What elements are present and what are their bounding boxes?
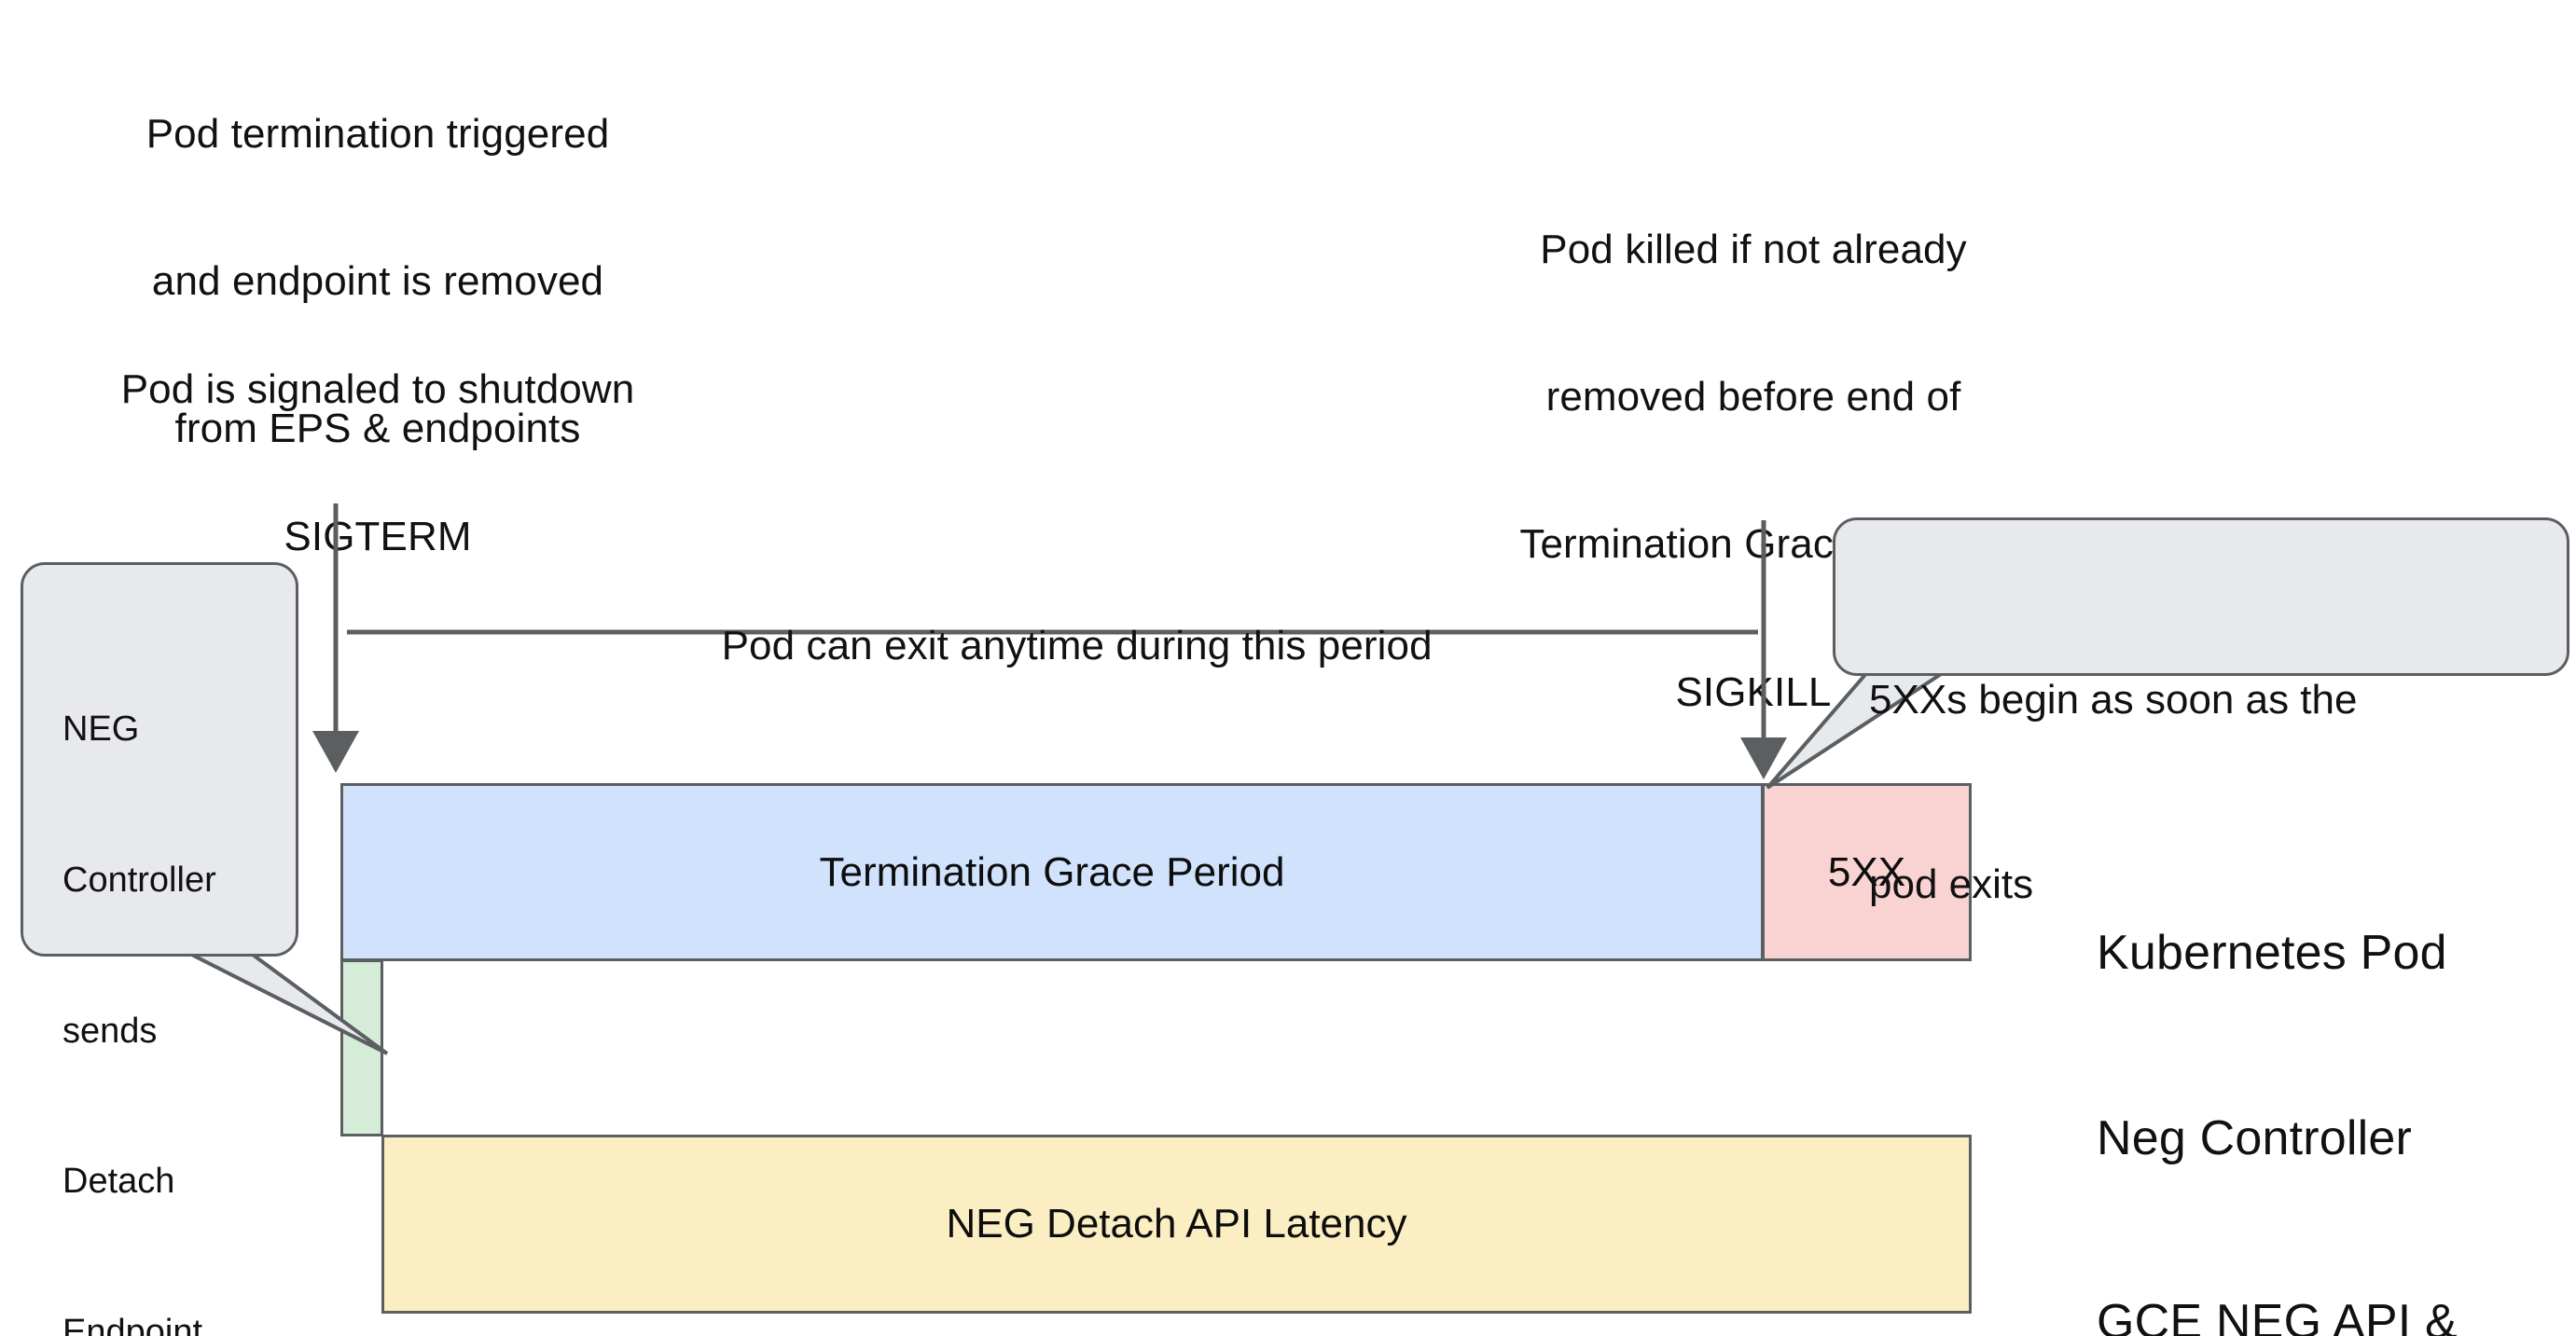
callout-line: Detach (62, 1162, 175, 1202)
lane-label-line: Neg Controller (2097, 1110, 2413, 1165)
callout-line: NEG (62, 709, 140, 749)
callout-line: Controller (62, 860, 216, 900)
callout-line: Endpoint (62, 1313, 203, 1336)
callout-right-text: 5XXs begin as soon as the pod exits (1869, 546, 2550, 1039)
span-label-text: Pod can exit anytime during this period (721, 622, 1433, 668)
bar-label-five-xx: 5XX (1827, 848, 1906, 895)
lane-label-line: Kubernetes Pod (2097, 925, 2447, 980)
bar-label-neg-detach-api-latency: NEG Detach API Latency (946, 1201, 1407, 1246)
annotation-line: SIGTERM (284, 513, 472, 559)
callout-line: 5XXs begin as soon as the (1869, 677, 2358, 723)
callout-line: sends (62, 1011, 158, 1051)
bar-label-termination-grace-period: Termination Grace Period (819, 848, 1285, 895)
annotation-line: and endpoint is removed (151, 257, 604, 304)
lane-label-neg-controller: Neg Controller (2097, 993, 2563, 1284)
lane-label-gce-neg-api: GCE NEG API & Infrastructure (2097, 1177, 2563, 1336)
annotation-pod-signaled-sigterm: Pod is signaled to shutdown SIGTERM (23, 267, 732, 660)
bar-termination-grace-period[interactable]: Termination Grace Period (340, 783, 1764, 961)
annotation-pod-termination-triggered: Pod termination triggered and endpoint i… (23, 11, 732, 553)
bar-neg-controller-work[interactable] (340, 959, 383, 1136)
bar-neg-detach-api-latency[interactable]: NEG Detach API Latency (381, 1135, 1972, 1314)
callout-line: pod exits (1869, 861, 2034, 907)
callout-left-text: NEG Controller sends Detach Endpoint Req… (62, 604, 296, 1336)
lane-label-kubernetes-pod: Kubernetes Pod (2097, 807, 2563, 1098)
annotation-line: Pod is signaled to shutdown (120, 365, 635, 412)
annotation-line: from EPS & endpoints (174, 406, 581, 452)
span-label-pod-can-exit: Pod can exit anytime during this period (522, 572, 1586, 720)
annotation-line: Pod termination triggered (145, 110, 610, 157)
annotation-line: removed before end of (1545, 373, 1961, 420)
annotation-line: Pod killed if not already (1540, 226, 1967, 272)
lane-label-line: GCE NEG API & (2097, 1294, 2458, 1336)
callout-5xx-begin[interactable]: 5XXs begin as soon as the pod exits (1833, 517, 2569, 907)
callout-neg-controller-detach[interactable]: NEG Controller sends Detach Endpoint Req… (21, 562, 298, 1336)
